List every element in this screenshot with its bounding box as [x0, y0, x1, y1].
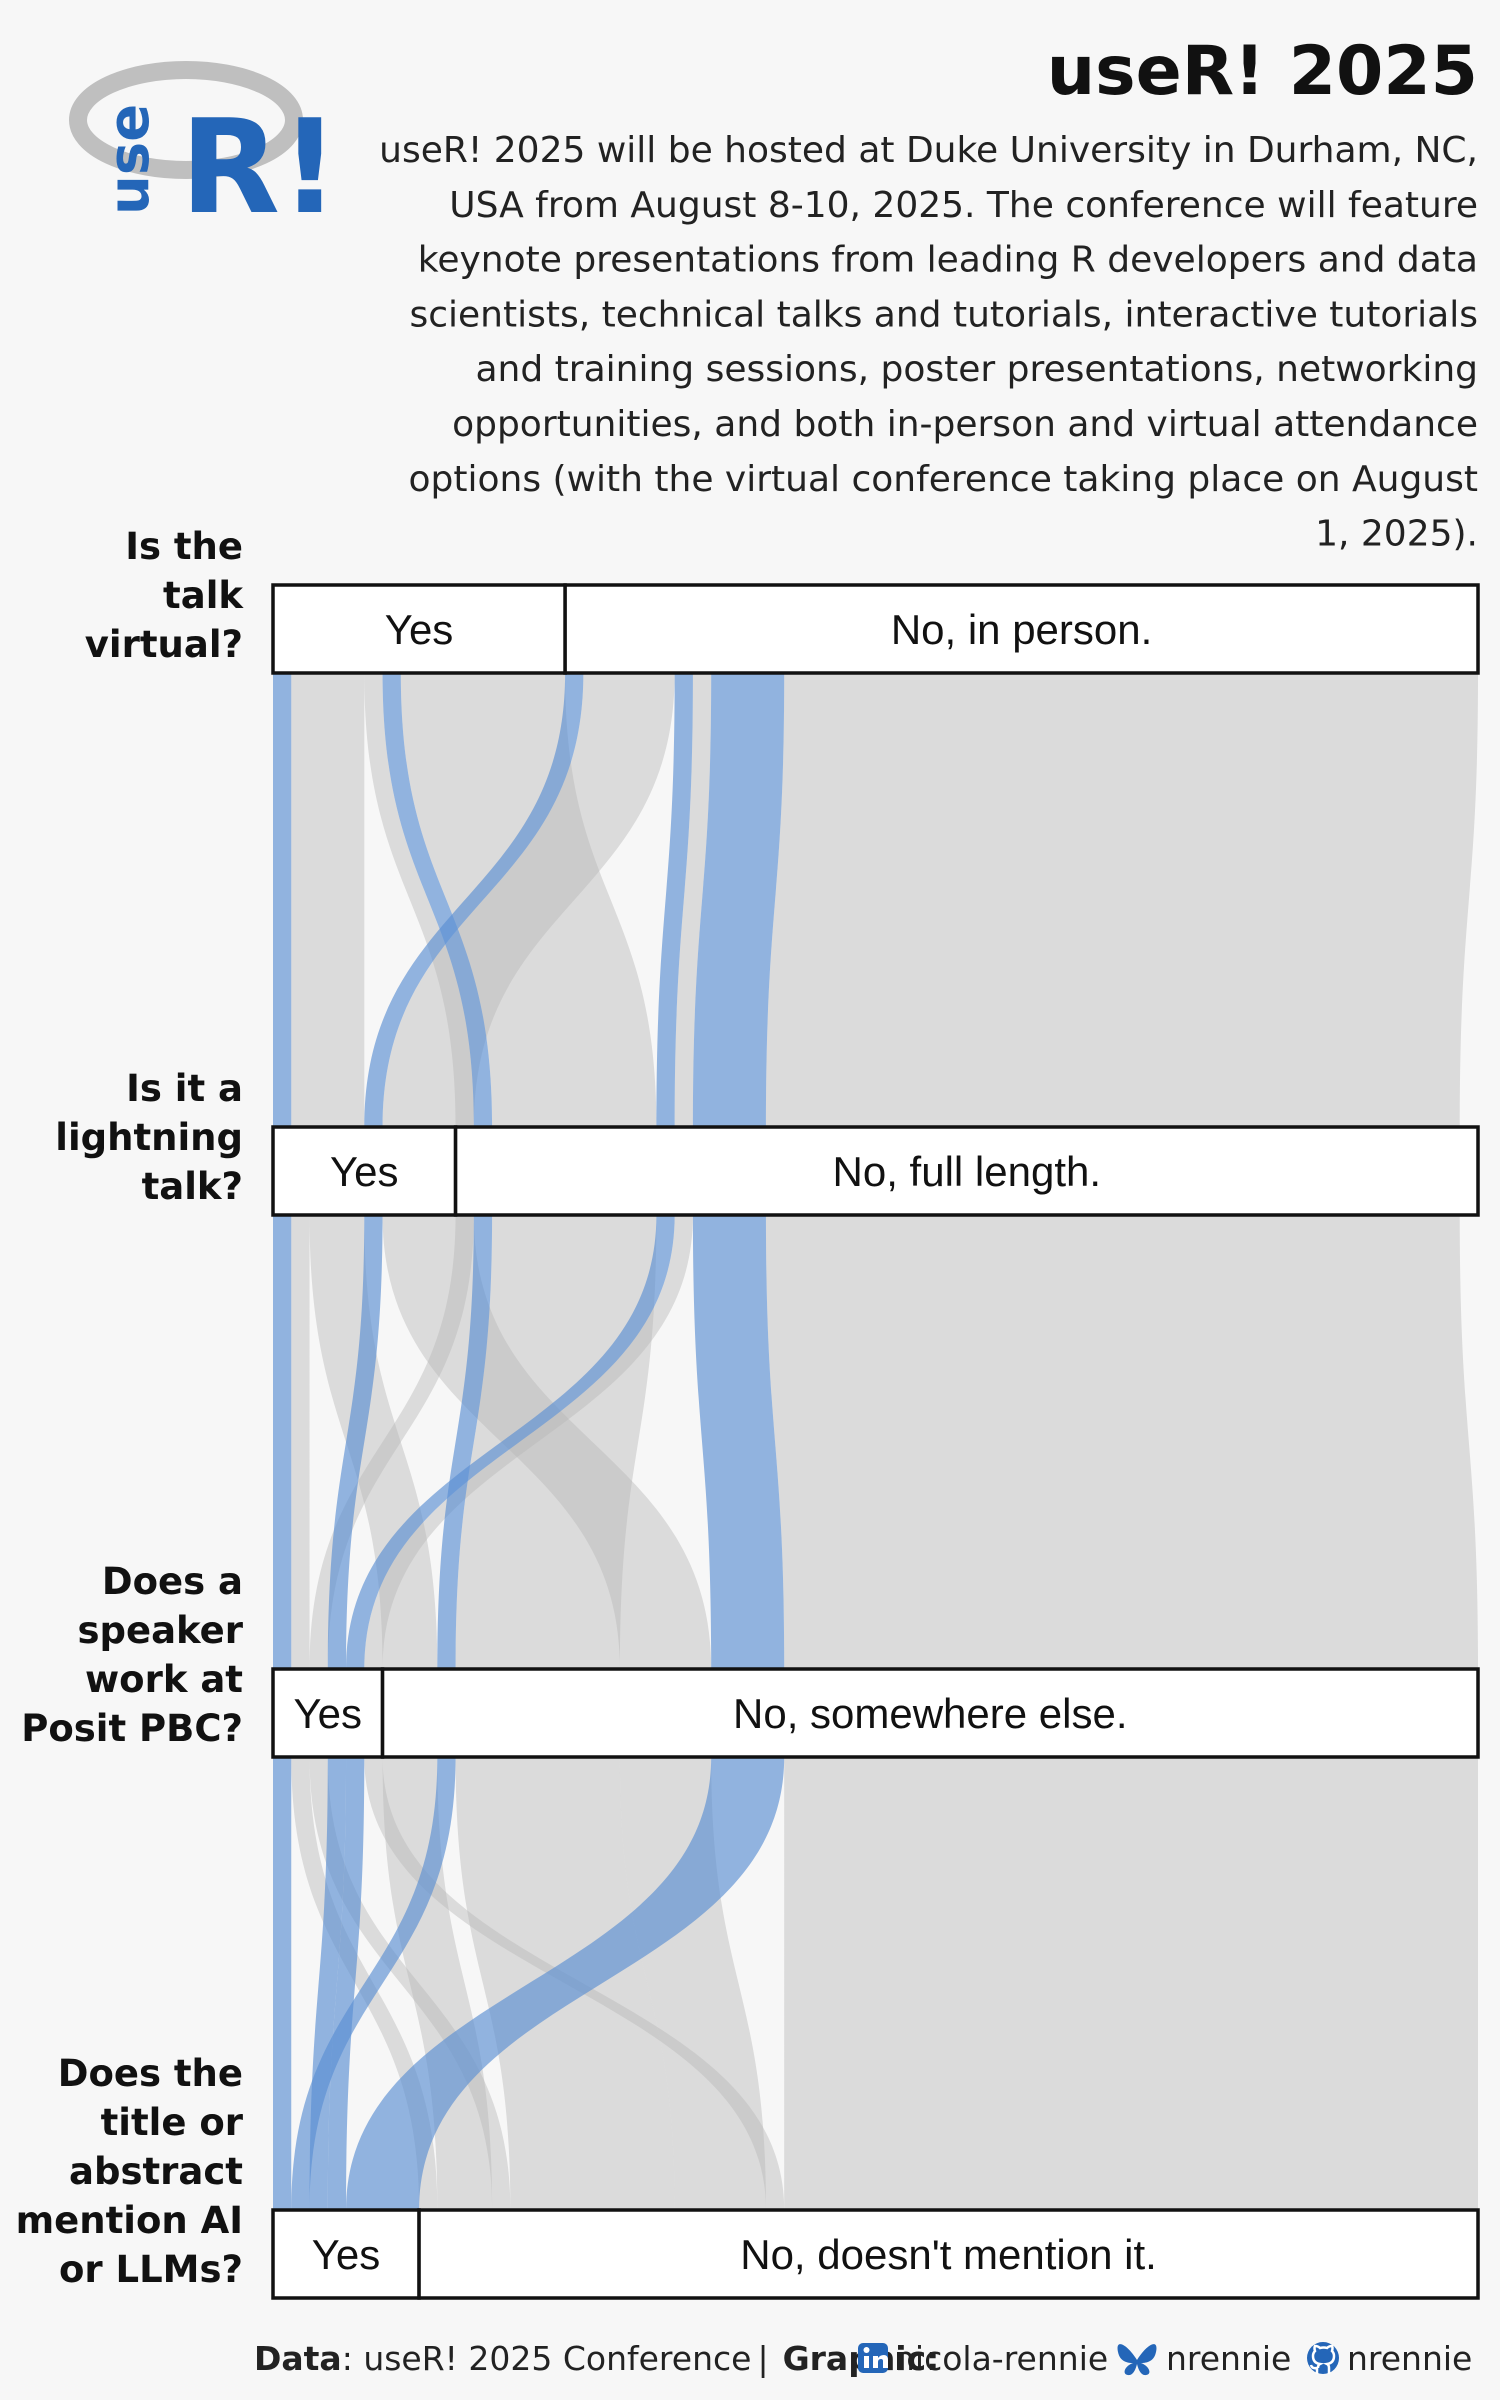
question-label-line: or LLMs? [59, 2248, 243, 2291]
subtitle-line: options (with the virtual conference tak… [409, 459, 1479, 500]
question-label-line: Is the [125, 525, 243, 568]
question-label-line: title or [101, 2101, 244, 2144]
logo-ring [69, 61, 303, 179]
flow-ribbon [455, 1215, 657, 1669]
flow-ribbon [619, 1757, 766, 2210]
flow-ribbon-ai [273, 1215, 292, 1669]
flow-ribbon-ai [692, 673, 785, 1127]
axis-category-label: No, doesn't mention it. [740, 2231, 1157, 2278]
subtitle-line: opportunities, and both in-person and vi… [452, 404, 1478, 445]
axis-bar-no [380, 1667, 1480, 1759]
flow-ribbon-ai [346, 1215, 675, 1669]
axis-bar-yes [271, 583, 567, 675]
caption-bluesky[interactable]: nrennie [1166, 2339, 1291, 2378]
flow-ribbon-ai [692, 1215, 785, 1669]
flow-ribbon-ai [273, 1757, 292, 2210]
question-label-line: abstract [69, 2150, 243, 2193]
flow-ribbon-ai [437, 1215, 493, 1669]
flow-ribbon [784, 1757, 1478, 2210]
subtitle-line: USA from August 8-10, 2025. The conferen… [449, 185, 1478, 226]
question-label-line: virtual? [85, 623, 243, 666]
question-label-line: talk? [142, 1165, 243, 1208]
flow-ribbon [364, 673, 474, 1127]
caption-line: Data: useR! 2025 Conference|Graphic: [254, 2339, 939, 2378]
subtitle-line: 1, 2025). [1315, 514, 1478, 555]
axis-category-label: No, full length. [833, 1148, 1102, 1195]
flow-ribbon [674, 673, 712, 1127]
axis-bar-yes [271, 1667, 385, 1759]
question-label-line: Posit PBC? [21, 1707, 243, 1750]
subtitle-line: scientists, technical talks and tutorial… [409, 294, 1478, 335]
flows [273, 673, 1478, 2210]
bluesky-icon [1117, 2344, 1157, 2376]
flow-ribbon [400, 673, 657, 1127]
caption-data-label: Data [254, 2339, 342, 2378]
axis-category-label: Yes [312, 2231, 381, 2278]
subtitle: useR! 2025 will be hosted at Duke Univer… [379, 130, 1478, 555]
question-label-line: lightning [55, 1116, 243, 1159]
axis-bar-no [417, 2208, 1480, 2300]
flow-ribbon [309, 1215, 438, 1669]
flow-ribbon-ai [291, 1757, 456, 2210]
question-label-line: Is it a [126, 1067, 243, 1110]
logo-r: R! [180, 91, 339, 243]
flow-ribbon [309, 1757, 511, 2210]
axis-category-label: Yes [294, 1690, 363, 1737]
axis-category-label: Yes [330, 1148, 399, 1195]
question-label-line: mention AI [16, 2199, 243, 2242]
caption: Data: useR! 2025 Conference|Graphic: nic… [254, 2339, 1472, 2378]
flow-ribbon [382, 1757, 493, 2210]
axis-bar-yes [271, 2208, 421, 2300]
flow-ribbon [382, 1215, 712, 1669]
flow-ribbon-ai [327, 1757, 365, 2210]
flow-ribbon [364, 1215, 693, 1669]
axis-bar-no [453, 1125, 1480, 1217]
axis-bar-yes [271, 1125, 458, 1217]
flow-ribbon-ai [656, 673, 693, 1127]
flow-ribbon-ai [309, 1757, 347, 2210]
question-label-line: talk [163, 574, 244, 617]
flow-ribbon [309, 1215, 474, 1669]
caption-github[interactable]: nrennie [1347, 2339, 1472, 2378]
linkedin-icon [858, 2343, 888, 2373]
flow-ribbon [765, 673, 1478, 1127]
flow-ribbon [309, 673, 365, 1127]
logo-use: use [97, 104, 162, 215]
caption-data-text: : useR! 2025 Conference [342, 2339, 752, 2378]
subtitle-line: and training sessions, poster presentati… [476, 349, 1479, 390]
question-labels: Is the talk virtual? Is it a lightning talk? D… [16, 525, 245, 2291]
logo: R! use [69, 61, 339, 243]
question-label-line: Does a [102, 1560, 243, 1603]
axis-category-label: No, in person. [891, 606, 1152, 653]
question-label-line: Does the [58, 2052, 243, 2095]
flow-ribbon-ai [346, 1757, 785, 2210]
flow-ribbon [291, 1215, 310, 1669]
axis-category-label: Yes [385, 606, 454, 653]
caption-linkedin[interactable]: nicola-rennie [894, 2339, 1108, 2378]
question-label-line: speaker [77, 1609, 243, 1652]
question-label-line: work at [85, 1658, 243, 1701]
axis-bar-no [563, 583, 1480, 675]
github-icon [1307, 2342, 1339, 2374]
flow-ribbon [291, 673, 310, 1127]
flow-ribbon-ai [327, 1215, 383, 1669]
axis-category-label: No, somewhere else. [733, 1690, 1128, 1737]
page-title: useR! 2025 [1047, 32, 1478, 111]
subtitle-line: useR! 2025 will be hosted at Duke Univer… [379, 130, 1478, 171]
flow-ribbon-ai [382, 673, 493, 1127]
flow-ribbon-ai [364, 673, 584, 1127]
caption-separator: | [757, 2339, 768, 2378]
flow-ribbon [765, 1215, 1478, 1669]
flow-ribbon [382, 673, 675, 1127]
flow-ribbon-ai [273, 673, 292, 1127]
subtitle-line: keynote presentations from leading R dev… [418, 240, 1478, 281]
